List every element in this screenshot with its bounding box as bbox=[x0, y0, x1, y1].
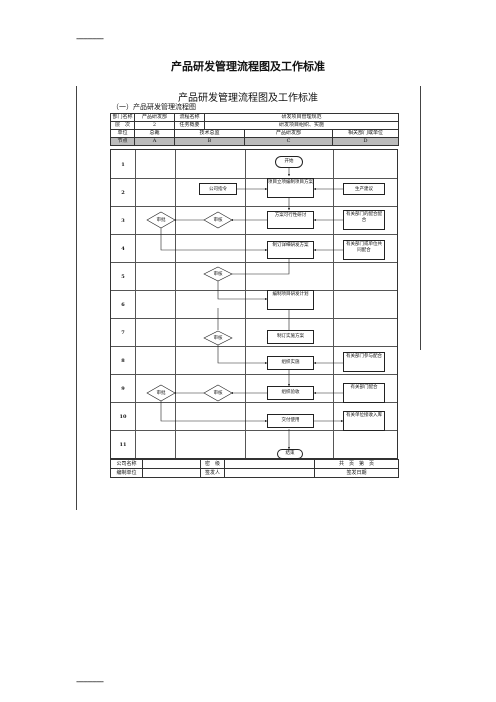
company-task-box: 公司指令 bbox=[199, 183, 237, 195]
deliver-box: 交付使用 bbox=[267, 414, 314, 428]
task-label: 任务概要 bbox=[174, 121, 205, 130]
level-label: 层 次 bbox=[110, 121, 135, 130]
issuer-label: 签发人 bbox=[200, 468, 225, 478]
node-label: 节点 bbox=[110, 137, 135, 146]
level-value: 2 bbox=[134, 121, 175, 130]
secret-label: 密 级 bbox=[200, 459, 225, 469]
review-diamond-b4: 审核 bbox=[213, 391, 223, 396]
issue-date-label: 签发日期 bbox=[314, 468, 399, 478]
review-diamond-b2: 审核 bbox=[213, 272, 223, 277]
feasibility-box: 方案可行性研讨 bbox=[267, 211, 314, 229]
related-dept-4-box: 有关部门配合 bbox=[343, 383, 385, 403]
project-plan-box: 项目立项编制项目方案 bbox=[267, 178, 314, 198]
unit-d: 相关部门或单位 bbox=[331, 129, 400, 138]
top-dashes: ------------ bbox=[76, 34, 104, 44]
node-b: B bbox=[174, 137, 245, 146]
inner-title: 产品研发管理流程图及工作标准 bbox=[178, 93, 318, 104]
header-table: 部门名称 产品研发部 流程名称 研发项目管理规范 层 次 2 任务概要 研发项目… bbox=[110, 113, 400, 146]
task-value: 研发项目组织、实施 bbox=[203, 121, 400, 130]
unit-b: 技术总监 bbox=[174, 129, 245, 138]
step-4: 4 bbox=[121, 246, 125, 252]
related-dept-1-box: 有关部门的配合配合 bbox=[343, 210, 385, 230]
unit-label: 单位 bbox=[110, 129, 135, 138]
dept-label: 部门名称 bbox=[110, 113, 135, 122]
end-node: 结束 bbox=[277, 449, 303, 459]
step-2: 2 bbox=[121, 190, 125, 196]
related-unit-store-box: 有关单位接收入库 bbox=[343, 411, 385, 431]
step-1: 1 bbox=[121, 162, 125, 168]
flowchart-grid: 1 2 3 4 5 6 7 8 9 10 11 bbox=[110, 149, 398, 459]
step-6: 6 bbox=[121, 302, 125, 308]
related-dept-2-box: 有关部门或单位共同配合 bbox=[343, 240, 385, 260]
approve-diamond-a: 审批 bbox=[156, 218, 166, 223]
start-node: 开始 bbox=[275, 156, 303, 168]
approve-diamond-a2: 审批 bbox=[156, 391, 166, 396]
compile-plan-box: 编制项目研发计划 bbox=[267, 290, 314, 310]
page-title: 产品研发管理流程图及工作标准 bbox=[171, 60, 325, 73]
unit-a: 总裁 bbox=[134, 129, 175, 138]
detailed-plan-box: 制订详细研发方案 bbox=[267, 241, 314, 259]
step-7: 7 bbox=[121, 330, 125, 336]
node-d: D bbox=[331, 137, 400, 146]
left-margin-line bbox=[76, 86, 77, 510]
proc-value: 研发项目管理规范 bbox=[203, 113, 400, 122]
organize-impl-box: 组织实施 bbox=[267, 356, 314, 370]
review-diamond-b3: 审核 bbox=[213, 336, 223, 341]
step-3: 3 bbox=[121, 218, 125, 224]
related-dept-3-box: 有关部门参与配合 bbox=[343, 352, 385, 372]
proc-label: 流程名称 bbox=[174, 113, 205, 122]
footer-table: 公司名称 密 级 共 页 第 页 编制单位 签发人 签发日期 bbox=[110, 459, 399, 478]
editor-label: 编制单位 bbox=[110, 468, 143, 478]
formulate-plan-box: 制订实施方案 bbox=[267, 330, 314, 344]
section-title: （一）产品研发管理流程图 bbox=[112, 103, 196, 111]
production-advice-box: 生产建议 bbox=[343, 183, 385, 195]
flow-connectors bbox=[146, 168, 344, 450]
step-9: 9 bbox=[121, 386, 125, 392]
total-pages: 共 页 第 页 bbox=[314, 459, 399, 469]
step-8: 8 bbox=[121, 358, 125, 364]
bottom-dashes: ------------ bbox=[76, 677, 104, 687]
step-5: 5 bbox=[121, 274, 125, 280]
node-c: C bbox=[244, 137, 333, 146]
dept-value: 产品研发部 bbox=[134, 113, 175, 122]
right-margin-line bbox=[420, 86, 421, 350]
step-11: 11 bbox=[119, 442, 127, 448]
node-a: A bbox=[134, 137, 175, 146]
unit-c: 产品研发部 bbox=[244, 129, 333, 138]
review-diamond-b: 审核 bbox=[213, 218, 223, 223]
company-label: 公司名称 bbox=[110, 459, 143, 469]
step-10: 10 bbox=[119, 414, 127, 420]
org-accept-box: 组织验收 bbox=[267, 386, 314, 400]
